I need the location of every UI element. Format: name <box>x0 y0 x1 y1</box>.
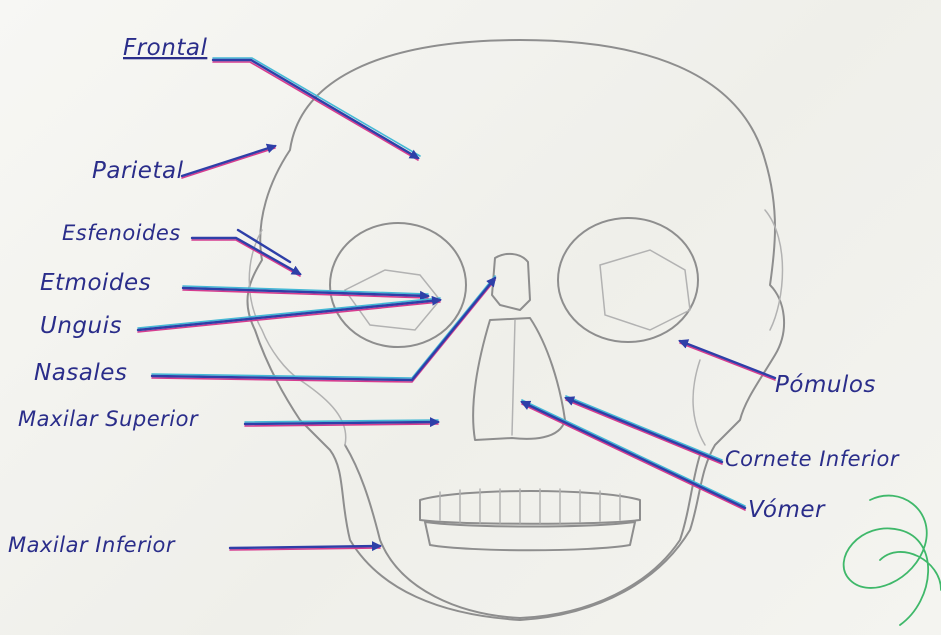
skull-drawing <box>247 40 784 620</box>
green-looped-signature-icon <box>844 496 941 625</box>
label-frontal: Frontal <box>123 35 207 61</box>
bone-labels: Frontal Parietal Esfenoides Etmoides Ung… <box>8 35 900 557</box>
right-orbit-inner <box>600 250 690 330</box>
nasal-cavity <box>473 318 565 440</box>
arrow-parietal <box>182 146 275 178</box>
arrow-esfenoides <box>192 230 300 276</box>
lower-teeth <box>425 522 635 550</box>
arrow-pomulos <box>680 341 775 380</box>
label-maxilar-superior: Maxilar Superior <box>18 407 199 431</box>
label-nasales: Nasales <box>34 360 127 386</box>
label-pomulos: Pómulos <box>775 372 876 398</box>
cranium-outline <box>247 40 784 620</box>
nasal-bone <box>492 254 530 310</box>
septum-line <box>512 320 515 435</box>
label-vomer: Vómer <box>748 497 826 523</box>
label-arrows <box>138 58 775 550</box>
arrow-maxilar-inferior <box>230 546 380 550</box>
label-etmoides: Etmoides <box>40 270 151 296</box>
right-temporal-region <box>765 210 783 330</box>
label-maxilar-inferior: Maxilar Inferior <box>8 533 176 557</box>
label-unguis: Unguis <box>40 313 122 339</box>
arrow-maxilar-superior <box>245 420 438 426</box>
label-esfenoides: Esfenoides <box>62 221 181 245</box>
arrow-unguis <box>138 298 440 332</box>
arrow-etmoides <box>183 286 428 298</box>
label-cornete-inferior: Cornete Inferior <box>725 447 900 471</box>
label-parietal: Parietal <box>92 158 184 184</box>
left-cheek-line <box>300 380 346 445</box>
mandible-outline <box>345 445 700 618</box>
arrow-frontal <box>213 58 420 160</box>
upper-teeth <box>420 491 640 524</box>
right-cheek-line <box>693 360 705 445</box>
